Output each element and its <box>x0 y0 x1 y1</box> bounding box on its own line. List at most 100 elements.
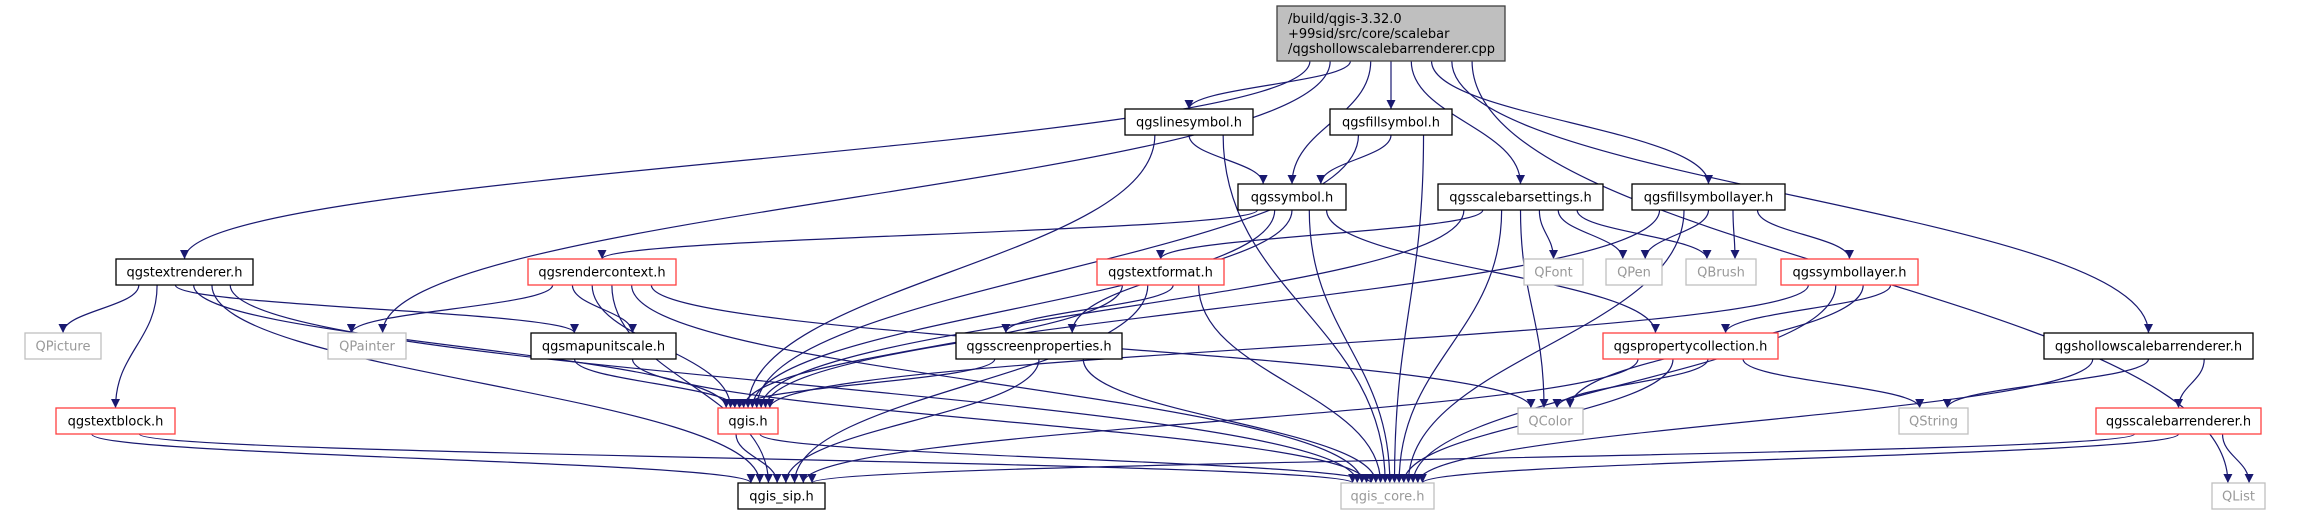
node-box <box>55 407 176 435</box>
node-label: /build/qgis-3.32.0 <box>1288 12 1402 27</box>
node-label: qgsscalebarrenderer.h <box>2106 415 2251 430</box>
node-qgstextrenderer[interactable]: qgstextrenderer.h <box>115 258 254 286</box>
node-box <box>327 332 407 360</box>
node-QFont[interactable]: QFont <box>1523 258 1584 286</box>
node-label: qgsscreenproperties.h <box>966 340 1111 355</box>
edge-qgsscalebarrenderer-to-qgis_sip <box>807 433 2136 484</box>
node-box <box>530 332 677 360</box>
edge-qgsfillsymbollayer-to-qgis <box>761 209 1661 409</box>
edge-qgsfillsymbol-to-qgis <box>752 134 1360 409</box>
edge-qgsscalebarsettings-to-QPen <box>1557 209 1628 260</box>
node-QPainter[interactable]: QPainter <box>327 332 407 360</box>
node-label: qgis_sip.h <box>749 490 813 505</box>
edge-qgstextformat-to-qgis_core <box>1198 284 1386 484</box>
node-qgssymbol[interactable]: qgssymbol.h <box>1237 183 1347 211</box>
edge-root-to-qgshollowscalebarrenderer <box>1451 60 2153 334</box>
edge-qgstextblock-to-qgis_sip <box>91 433 756 484</box>
node-QPen[interactable]: QPen <box>1605 258 1663 286</box>
node-label: qgsfillsymbollayer.h <box>1644 191 1773 206</box>
node-box <box>1523 258 1584 286</box>
node-qgsfillsymbollayer[interactable]: qgsfillsymbollayer.h <box>1631 183 1786 211</box>
node-label: +99sid/src/core/scalebar <box>1288 27 1450 42</box>
edge-qgstextrenderer-to-QPicture <box>58 284 140 334</box>
edge-qgshollowscalebarrenderer-to-qgsscalebarrenderer <box>2174 358 2205 409</box>
node-box <box>2043 332 2254 360</box>
node-label: qgis_core.h <box>1351 490 1425 505</box>
node-label: qgstextformat.h <box>1108 266 1213 281</box>
edge-qgsrendercontext-to-qgis_core <box>631 284 1367 484</box>
edge-qgslinesymbol-to-qgis_core <box>1222 134 1390 484</box>
node-label: qgstextrenderer.h <box>126 266 242 281</box>
node-label: QList <box>2222 490 2255 505</box>
edge-root-to-QPainter <box>378 60 1331 334</box>
edge-qgsfillsymbollayer-to-qgis_core <box>1403 209 1685 484</box>
node-box <box>1517 407 1584 435</box>
node-qgsscalebarrenderer[interactable]: qgsscalebarrenderer.h <box>2095 407 2262 435</box>
node-label: qgssymbollayer.h <box>1792 266 1906 281</box>
node-label: qgssymbol.h <box>1251 191 1334 206</box>
edge-qgssymbol-to-qgsrendercontext <box>597 209 1259 260</box>
node-qgsrendercontext[interactable]: qgsrendercontext.h <box>527 258 677 286</box>
node-box <box>527 258 677 286</box>
node-QList[interactable]: QList <box>2211 482 2266 510</box>
node-qgshollowscalebarrenderer[interactable]: qgshollowscalebarrenderer.h <box>2043 332 2254 360</box>
node-box <box>1437 183 1604 211</box>
node-box <box>1276 5 1506 62</box>
edge-qgsscalebarrenderer-to-QList <box>2221 433 2254 484</box>
node-QBrush[interactable]: QBrush <box>1685 258 1757 286</box>
node-label: QPen <box>1617 266 1651 281</box>
node-box <box>717 407 779 435</box>
node-label: qgsrendercontext.h <box>538 266 665 281</box>
node-box <box>1685 258 1757 286</box>
node-qgssymbollayer[interactable]: qgssymbollayer.h <box>1780 258 1919 286</box>
edge-qgstextrenderer-to-qgis_sip <box>211 284 765 484</box>
edge-qgsfillsymbollayer-to-qgssymbollayer <box>1756 209 1854 260</box>
node-box <box>1780 258 1919 286</box>
node-QPicture[interactable]: QPicture <box>24 332 102 360</box>
node-qgsfillsymbol[interactable]: qgsfillsymbol.h <box>1329 108 1453 136</box>
node-box <box>1340 482 1435 510</box>
node-label: QPicture <box>36 340 91 355</box>
node-qgslinesymbol[interactable]: qgslinesymbol.h <box>1124 108 1254 136</box>
edge-qgstextformat-to-qgis_sip <box>790 284 1149 484</box>
node-qgis_core[interactable]: qgis_core.h <box>1340 482 1435 510</box>
edge-qgssymbollayer-to-qgis <box>765 284 1809 409</box>
edge-qgsfillsymbollayer-to-QBrush <box>1730 209 1740 260</box>
node-box <box>955 332 1123 360</box>
edge-qgstextblock-to-qgis_core <box>138 433 1357 484</box>
node-label: /qgshollowscalebarrenderer.cpp <box>1288 42 1495 57</box>
edge-root-to-qgsscalebarsettings <box>1410 60 1525 185</box>
node-qgsmapunitscale[interactable]: qgsmapunitscale.h <box>530 332 677 360</box>
node-label: QFont <box>1534 266 1573 281</box>
node-QColor[interactable]: QColor <box>1517 407 1584 435</box>
edge-qgslinesymbol-to-qgis <box>743 134 1156 409</box>
node-qgspropertycollection[interactable]: qgspropertycollection.h <box>1602 332 1779 360</box>
node-qgis[interactable]: qgis.h <box>717 407 779 435</box>
edge-qgsfillsymbol-to-qgssymbol <box>1316 134 1392 185</box>
edge-qgsscreenproperties-to-qgis_core <box>1082 358 1381 484</box>
node-box <box>1329 108 1453 136</box>
node-label: qgsmapunitscale.h <box>542 340 665 355</box>
node-qgstextblock[interactable]: qgstextblock.h <box>55 407 176 435</box>
node-qgis_sip[interactable]: qgis_sip.h <box>737 482 826 510</box>
node-box <box>1898 407 1969 435</box>
node-qgstextformat[interactable]: qgstextformat.h <box>1096 258 1225 286</box>
node-qgsscreenproperties[interactable]: qgsscreenproperties.h <box>955 332 1123 360</box>
edge-qgsscalebarrenderer-to-qgis_core <box>1418 433 2180 484</box>
node-qgsscalebarsettings[interactable]: qgsscalebarsettings.h <box>1437 183 1604 211</box>
node-root[interactable]: /build/qgis-3.32.0+99sid/src/core/scaleb… <box>1276 5 1506 62</box>
edge-qgspropertycollection-to-QString <box>1742 358 1925 409</box>
edge-qgsfillsymbollayer-to-QPen <box>1640 209 1710 260</box>
edge-root-to-qgslinesymbol <box>1184 60 1352 110</box>
node-box <box>1096 258 1225 286</box>
node-QString[interactable]: QString <box>1898 407 1969 435</box>
node-box <box>2095 407 2262 435</box>
edge-qgis-to-qgis_core <box>759 433 1376 484</box>
node-box <box>1237 183 1347 211</box>
edge-root-to-qgstextrenderer <box>180 60 1311 260</box>
edge-qgstextformat-to-qgsscreenproperties <box>1001 284 1174 334</box>
nodes: /build/qgis-3.32.0+99sid/src/core/scaleb… <box>24 5 2266 510</box>
edge-qgsscalebarsettings-to-qgis_core <box>1394 209 1503 484</box>
edge-qgssymbol-to-qgis_core <box>1308 209 1395 484</box>
edge-qgsfillsymbol-to-qgis_core <box>1389 134 1425 484</box>
